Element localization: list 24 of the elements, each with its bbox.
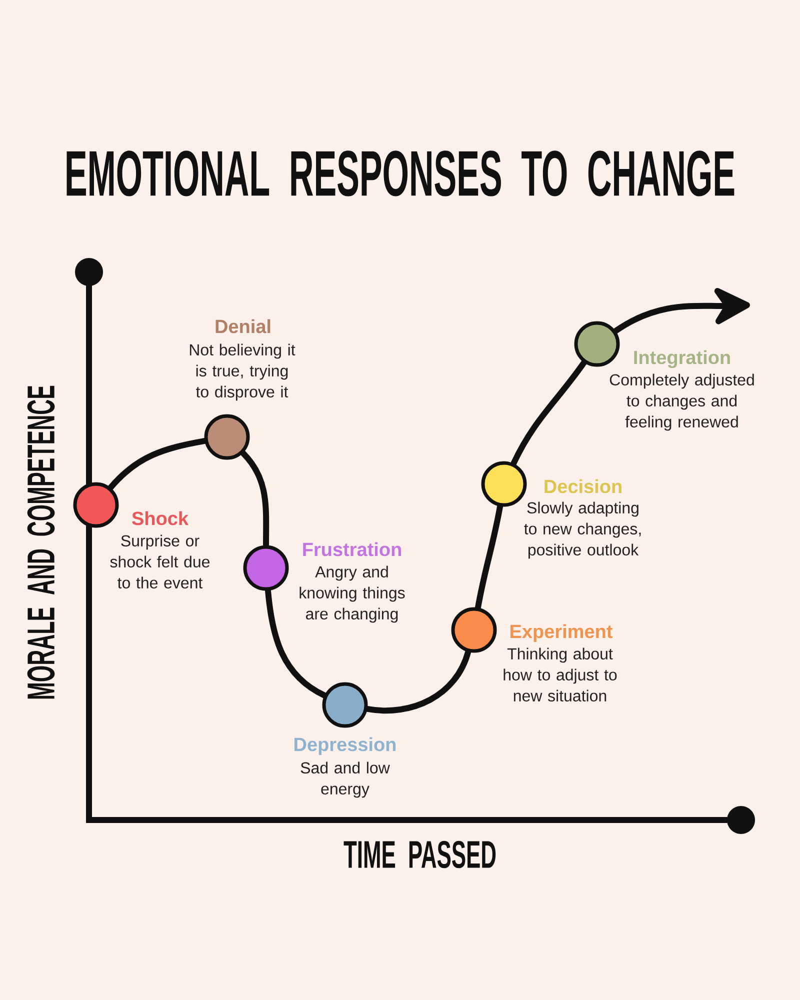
stage-description: Not believing it is true, trying to disprove it xyxy=(190,344,296,401)
curve-arrow xyxy=(612,288,750,334)
stage-heading: Experiment xyxy=(510,624,613,642)
curve-line xyxy=(364,648,472,714)
stage-heading: Depression xyxy=(294,737,396,755)
stage-heading: Frustration xyxy=(303,542,401,556)
axis-title: MORALE AND COMPETENCE xyxy=(27,386,55,699)
stage-description: Thinking about how to adjust to new situation xyxy=(504,648,617,702)
stage-heading: Integration xyxy=(634,350,730,368)
stage-description: Surprise or shock felt due to the event xyxy=(110,534,210,588)
stage-description: Completely adjusted to changes and feeling renewed xyxy=(610,374,754,431)
stage-description: Slowly adapting to new changes, positive outlook xyxy=(524,502,641,559)
curve-line xyxy=(108,438,208,491)
stage-heading: Shock xyxy=(132,511,189,526)
stage-description: Sad and low energy xyxy=(300,762,390,798)
axis-title: TIME PASSED xyxy=(344,840,496,868)
stage-description: Angry and knowing things are changing xyxy=(300,566,405,623)
stage-heading: Decision xyxy=(544,479,622,494)
curve-line xyxy=(474,503,504,611)
stage-heading: Denial xyxy=(216,319,270,334)
curve-line xyxy=(264,588,328,698)
curve-line xyxy=(240,450,270,548)
curve-line xyxy=(510,360,587,466)
title: EMOTIONAL RESPONSES TO CHANGE xyxy=(66,150,734,196)
